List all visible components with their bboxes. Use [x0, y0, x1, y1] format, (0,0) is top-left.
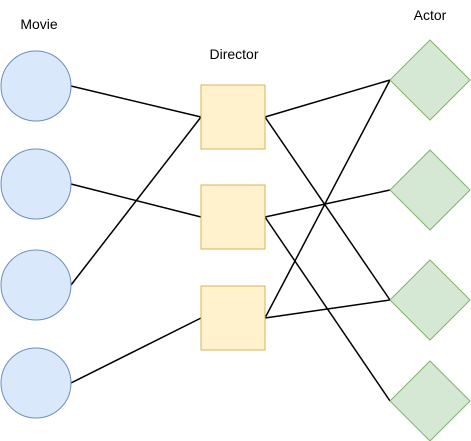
edge-movie-3-to-director-1: [70, 116, 202, 286]
movie-column-label: Movie: [20, 16, 58, 32]
movie-1-node: [0, 50, 72, 122]
movie-2-node: [0, 148, 72, 220]
director-2-node: [200, 184, 266, 250]
actor-3-node: [389, 259, 471, 341]
actor-column-label: Actor: [414, 7, 447, 23]
director-column-label: Director: [209, 46, 258, 62]
movie-4-node: [0, 347, 72, 419]
edges-layer: [70, 79, 391, 402]
actor-4-node: [389, 360, 471, 441]
edge-director-1-to-actor-1: [264, 79, 391, 118]
edge-director-3-to-actor-3: [264, 299, 391, 319]
edge-director-1-to-actor-3: [264, 116, 391, 301]
movie-3-node: [0, 249, 72, 321]
edge-director-2-to-actor-2: [264, 189, 391, 218]
edge-movie-4-to-director-3: [70, 317, 202, 384]
actor-2-node: [389, 149, 471, 231]
edge-movie-1-to-director-1: [70, 85, 202, 118]
director-3-node: [200, 285, 266, 351]
actor-1-node: [389, 39, 471, 121]
director-1-node: [200, 84, 266, 150]
nodes-layer: [0, 39, 471, 441]
edge-director-3-to-actor-1: [264, 79, 391, 319]
